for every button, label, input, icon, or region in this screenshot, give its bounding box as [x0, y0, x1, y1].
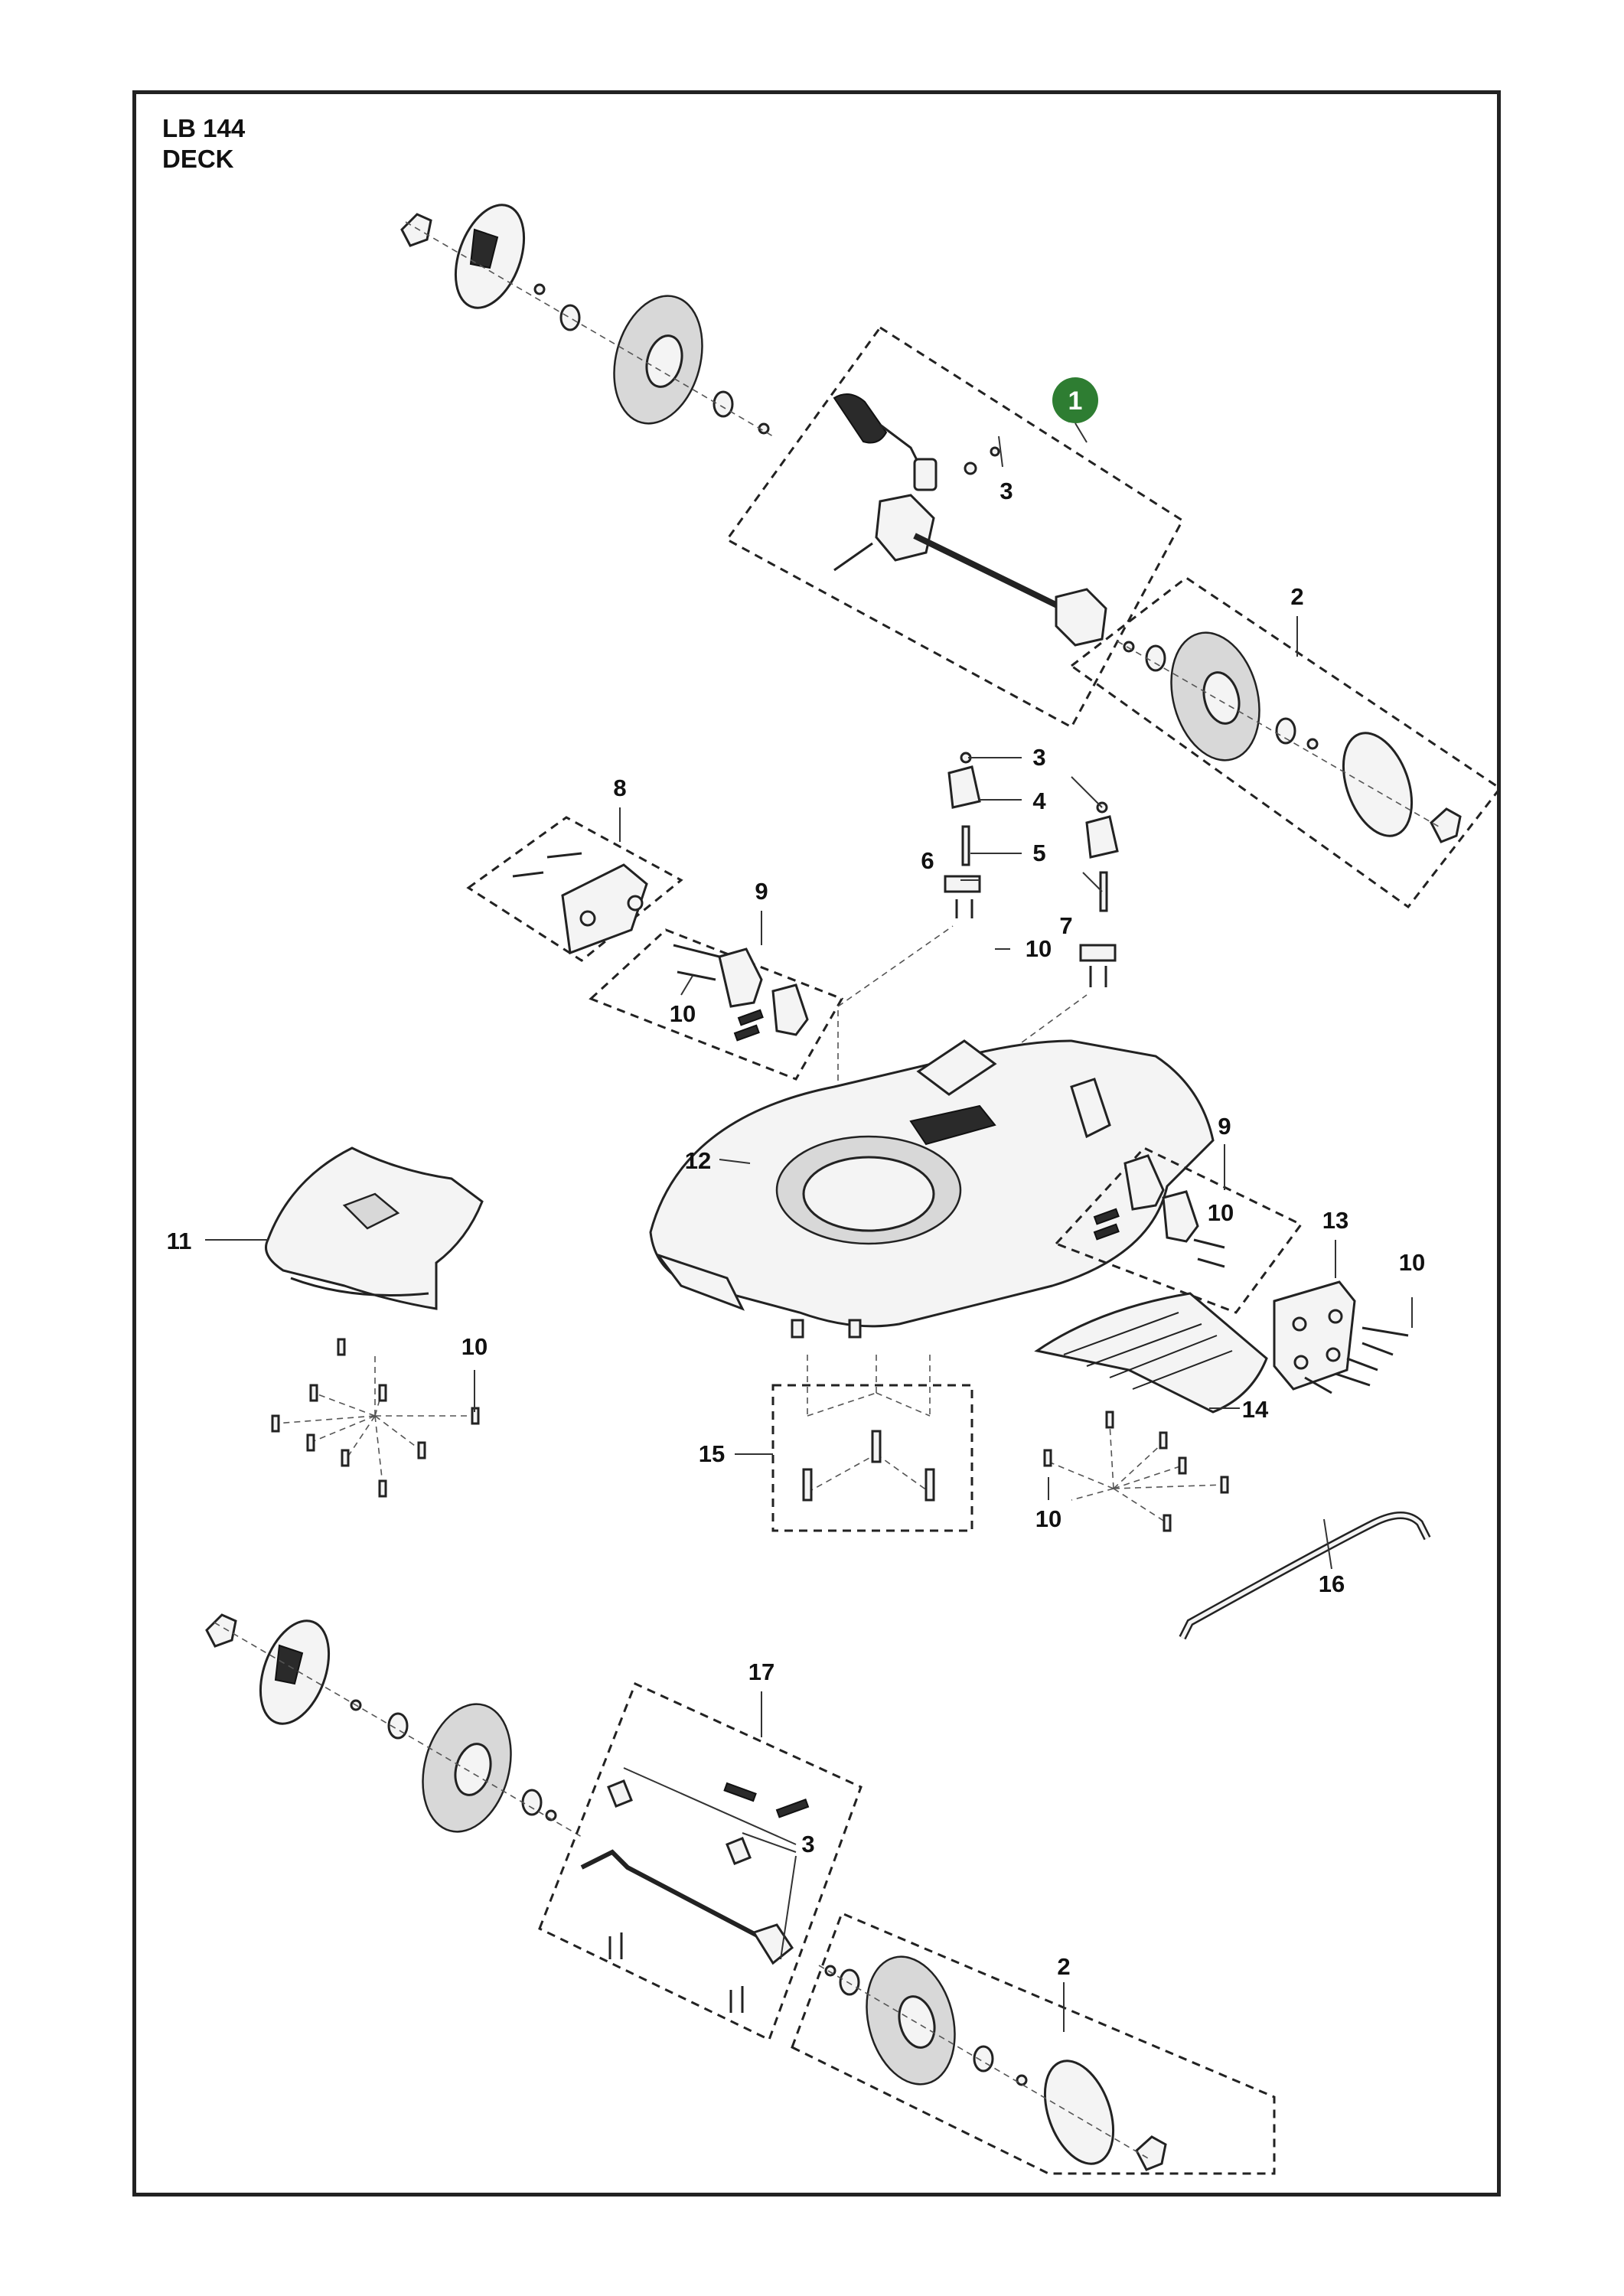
- callout-label: 10: [1035, 1505, 1061, 1532]
- side-cover-part-8: [512, 852, 648, 955]
- roller-holder-part-9-right: [1093, 1154, 1225, 1268]
- callout-label: 3: [801, 1831, 814, 1857]
- height-bracket-parts: [944, 752, 1119, 987]
- section-label: DECK: [162, 145, 234, 173]
- front-right-wheel-assembly: [818, 1955, 1167, 2171]
- group-outline-1: [725, 325, 1184, 729]
- callout-label: 10: [461, 1333, 488, 1360]
- highlight-marker: 1: [1052, 377, 1098, 443]
- callout-label: 9: [1218, 1113, 1231, 1140]
- front-axle-part-17: [580, 1767, 810, 2013]
- leader-12: [719, 1159, 751, 1164]
- callout-label: 4: [1032, 788, 1046, 814]
- model-label: LB 144: [162, 114, 246, 142]
- callout-label: 5: [1032, 840, 1045, 866]
- highlight-circle: [1052, 377, 1098, 423]
- callout-labels: 2 2 3 3 3 4 5 6 7 8 9 9 10 10 10 10 10 1…: [167, 478, 1426, 1980]
- callout-label: 7: [1059, 912, 1072, 939]
- handle-bar-part-16: [1179, 1512, 1431, 1640]
- leader-1: [1075, 422, 1088, 443]
- callout-label: 2: [1057, 1953, 1070, 1980]
- callout-label: 16: [1319, 1570, 1345, 1597]
- leader-3-top: [998, 435, 1003, 468]
- leader-16: [1323, 1518, 1332, 1570]
- callout-label: 3: [1000, 478, 1013, 504]
- callout-label: 11: [167, 1228, 192, 1254]
- leader-5b: [1082, 872, 1103, 892]
- rear-left-wheel-assembly: [400, 204, 774, 437]
- grille-part-14: [1034, 1292, 1268, 1414]
- callout-label: 6: [921, 847, 934, 874]
- highlight-number: 1: [1068, 386, 1083, 416]
- rear-adjuster-lever: [833, 393, 1107, 647]
- callout-label: 2: [1290, 583, 1303, 610]
- top-cover-part-11: [265, 1146, 484, 1310]
- callout-label: 3: [1032, 744, 1045, 771]
- callout-label: 13: [1322, 1207, 1348, 1234]
- front-left-wheel-assembly: [205, 1613, 582, 1838]
- callout-label: 12: [685, 1147, 711, 1174]
- callout-label: 10: [1026, 935, 1052, 962]
- group-outline-17: [538, 1681, 863, 2042]
- callout-label: 10: [1399, 1249, 1425, 1276]
- callout-label: 14: [1242, 1396, 1269, 1423]
- screw-set-10-lower-left: [271, 1338, 480, 1498]
- diagram-title: LB 144 DECK: [162, 113, 245, 174]
- connector-a: [837, 925, 954, 1007]
- callout-label: 15: [699, 1440, 725, 1467]
- screw-set-10-lower-right: [1043, 1411, 1229, 1532]
- callout-label: 10: [670, 1000, 696, 1027]
- callout-label: 10: [1208, 1199, 1234, 1226]
- group-outline-9-left: [589, 928, 844, 1081]
- leader-3-right: [1071, 776, 1103, 808]
- callout-label: 8: [613, 775, 626, 801]
- callout-label: 17: [748, 1658, 774, 1685]
- group-outline-2-bottom: [791, 1912, 1276, 2175]
- roller-holder-part-9-left: [673, 944, 809, 1042]
- group-outline-15: [771, 1384, 973, 1532]
- callout-label: 9: [755, 878, 768, 905]
- leader-10-group9: [680, 975, 693, 996]
- drawing-frame: [132, 90, 1501, 2197]
- mower-deck-body-part-12: [649, 1039, 1215, 1339]
- screw-set-part-15: [802, 1355, 935, 1502]
- group-outline-8: [466, 816, 683, 962]
- rear-cover-part-13: [1273, 1280, 1409, 1394]
- rear-right-wheel-assembly: [1117, 631, 1462, 843]
